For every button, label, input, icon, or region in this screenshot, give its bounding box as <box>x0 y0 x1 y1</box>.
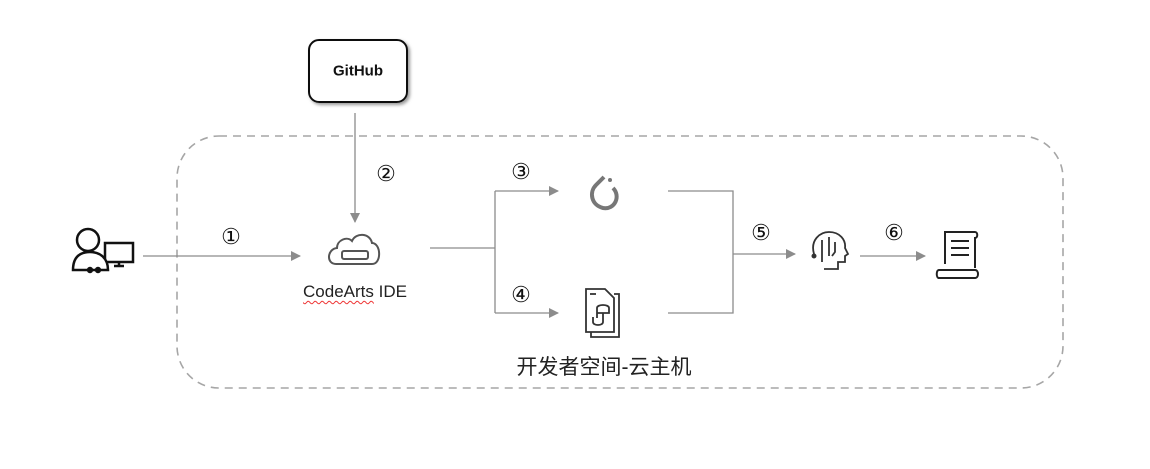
merge-line <box>668 190 734 314</box>
cloud-host-zone <box>176 135 1064 389</box>
pytorch-icon <box>589 175 619 211</box>
ai-head-icon <box>811 231 850 270</box>
github-box[interactable] <box>308 39 408 103</box>
zone-label: 开发者空间-云主机 <box>516 356 692 379</box>
step-1-badge: ① <box>221 224 241 249</box>
step-6-badge: ⑥ <box>884 220 904 245</box>
user-computer-icon <box>71 227 135 274</box>
codearts-ide-label: CodeArts IDE <box>303 282 407 302</box>
step-2-badge: ② <box>376 161 396 186</box>
github-label: GitHub <box>333 62 383 80</box>
codearts-name: CodeArts <box>303 282 374 301</box>
python-file-icon <box>585 288 620 338</box>
step-4-badge: ④ <box>511 282 531 307</box>
scroll-document-icon <box>935 231 979 279</box>
cloud-icon[interactable] <box>328 233 381 265</box>
ide-suffix: IDE <box>373 282 407 301</box>
step-5-badge: ⑤ <box>751 220 771 245</box>
step-3-badge: ③ <box>511 159 531 184</box>
